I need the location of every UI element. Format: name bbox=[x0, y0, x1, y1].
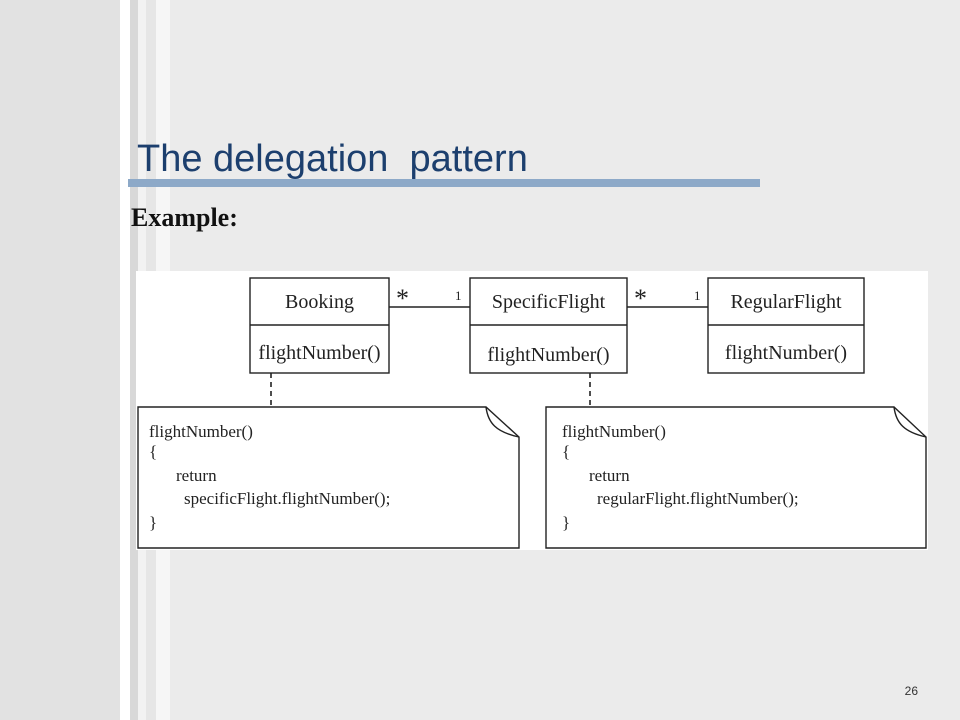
note-booking-line-3: return bbox=[176, 466, 217, 485]
note-booking-line-2: { bbox=[149, 442, 157, 461]
class-operation-specificflight: flightNumber() bbox=[487, 344, 609, 366]
slide-title: The delegation pattern bbox=[137, 138, 528, 180]
multiplicity-regularflight-one: 1 bbox=[694, 288, 701, 303]
note-booking-line-4: specificFlight.flightNumber(); bbox=[184, 489, 390, 508]
title-underline bbox=[128, 179, 760, 187]
uml-diagram: Booking flightNumber() SpecificFlight fl… bbox=[136, 271, 928, 550]
page-number: 26 bbox=[904, 684, 918, 698]
note-booking-line-1: flightNumber() bbox=[149, 422, 253, 441]
class-operation-regularflight: flightNumber() bbox=[725, 342, 847, 364]
note-specificflight-line-2: { bbox=[562, 442, 570, 461]
multiplicity-specificflight-one: 1 bbox=[455, 288, 462, 303]
uml-diagram-canvas: Booking flightNumber() SpecificFlight fl… bbox=[137, 277, 927, 549]
class-box-booking: Booking flightNumber() bbox=[249, 277, 390, 374]
note-specificflight-line-5: } bbox=[562, 513, 570, 532]
note-specificflight-line-4: regularFlight.flightNumber(); bbox=[597, 489, 799, 508]
multiplicity-specificflight-many: * bbox=[634, 284, 647, 313]
note-specificflight-line-3: return bbox=[589, 466, 630, 485]
multiplicity-booking-many: * bbox=[396, 284, 409, 313]
class-box-regularflight: RegularFlight flightNumber() bbox=[707, 277, 865, 374]
note-booking-line-5: } bbox=[149, 513, 157, 532]
note-specificflight-line-1: flightNumber() bbox=[562, 422, 666, 441]
class-operation-booking: flightNumber() bbox=[258, 342, 380, 364]
note-booking: flightNumber() { return specificFlight.f… bbox=[137, 406, 520, 549]
class-name-specificflight: SpecificFlight bbox=[492, 291, 606, 313]
note-specificflight: flightNumber() { return regularFlight.fl… bbox=[545, 406, 927, 549]
class-name-regularflight: RegularFlight bbox=[730, 291, 842, 313]
class-box-specificflight: SpecificFlight flightNumber() bbox=[469, 277, 628, 374]
example-label: Example: bbox=[131, 203, 238, 232]
class-name-booking: Booking bbox=[285, 291, 354, 313]
